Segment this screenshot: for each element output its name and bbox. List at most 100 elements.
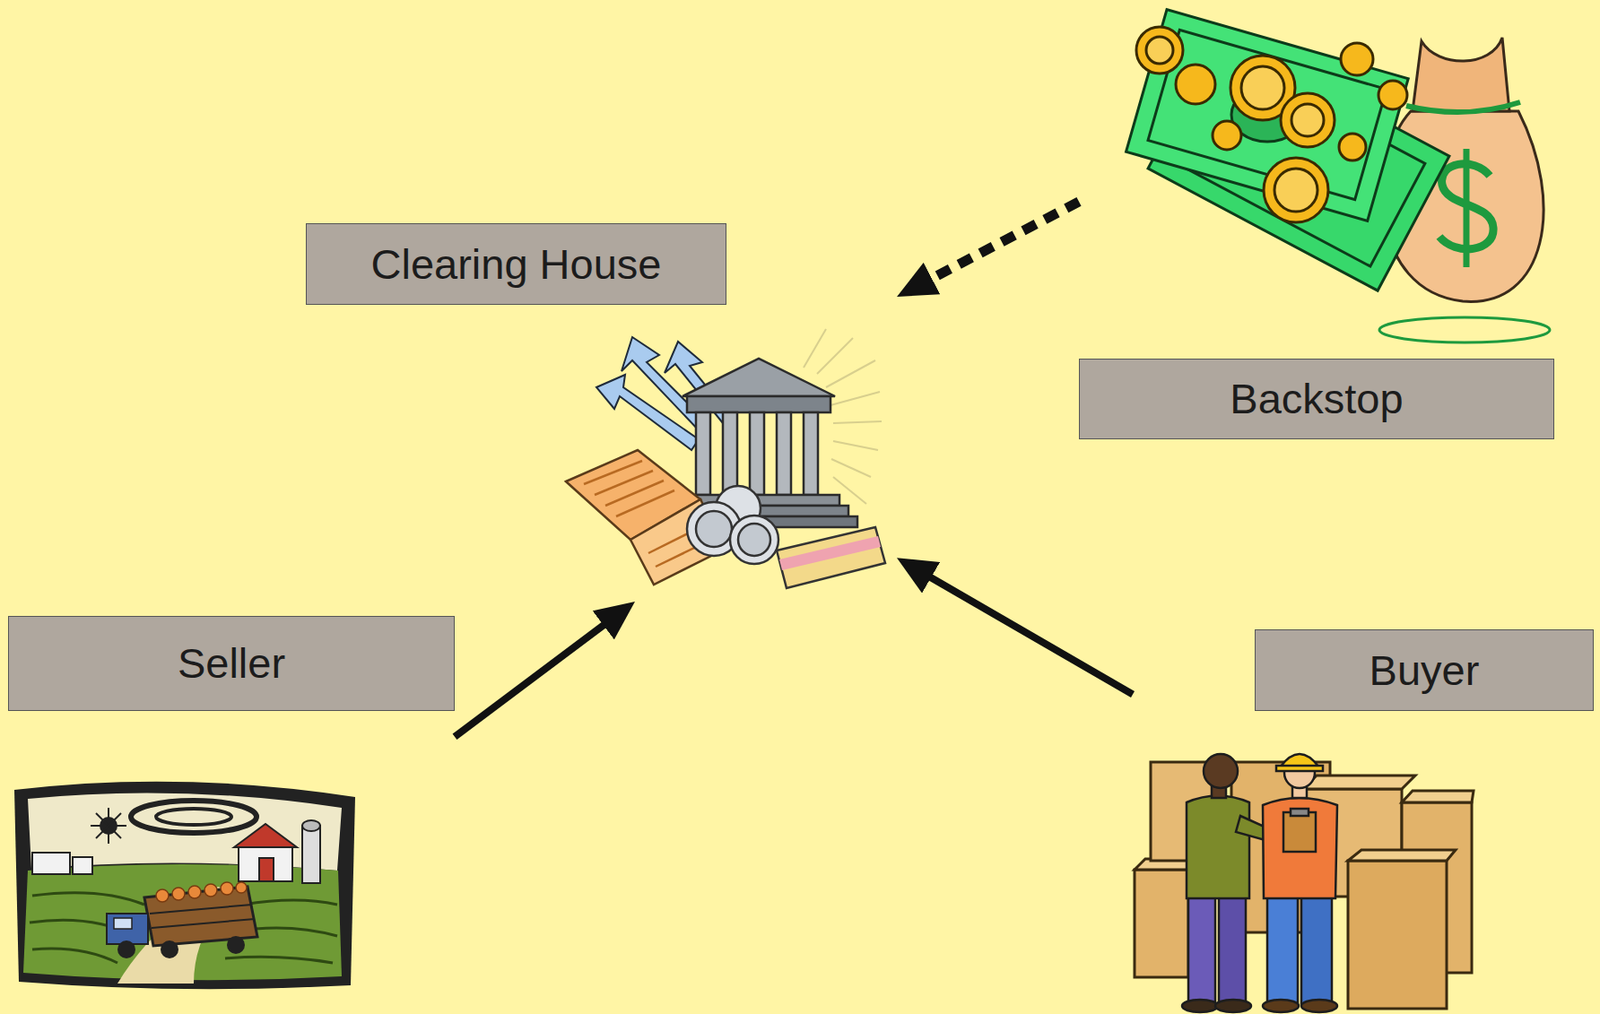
box-label: Buyer [1369,647,1480,695]
farm-illustration [113,918,132,930]
gold-coins [1146,36,1174,64]
farm-illustration [95,813,122,839]
cardboard-boxes [1347,850,1456,861]
worker-right [1262,798,1338,899]
farm-illustration [90,808,127,844]
party-node: Clearing House [305,223,897,602]
farm-illustration [14,782,356,990]
money-bag [1406,102,1521,113]
worker-right [1301,1000,1338,1013]
light-rays [833,441,879,451]
farm-illustration [144,886,258,947]
flow-arrow [454,617,614,738]
gold-coins [1378,80,1408,110]
worker-left [1203,754,1238,789]
gold-coins [1175,64,1216,105]
farm-illustration [72,857,93,875]
money-illustration [1126,9,1550,343]
coins [738,523,771,557]
rising-arrows [596,374,699,451]
credit-card [776,527,886,589]
label-box: Seller [8,616,455,712]
gold-coins [1274,168,1318,212]
farm-illustration [151,919,255,929]
cardboard-boxes [1401,791,1474,803]
label-box: Buyer [1254,629,1594,712]
light-rays [803,329,882,505]
farm-illustration [106,913,148,945]
party-node: Seller [8,616,455,991]
farm-illustration [156,889,169,903]
farm-illustration [302,820,321,832]
farm-illustration [32,852,70,875]
farm-illustration [226,936,245,955]
gold-coins [1136,26,1183,74]
box-label: Clearing House [371,241,662,288]
farm-illustration [225,956,333,964]
worker-right [1301,895,1332,1005]
open-book [583,460,643,485]
light-rays [831,459,871,478]
open-book [605,480,664,506]
farm-illustration [130,800,257,834]
bank-building [776,412,792,496]
worker-left [1186,796,1250,900]
worker-left [1182,1000,1218,1013]
box-label: Backstop [1229,375,1403,423]
farm-illustration [243,900,338,905]
bank-illustration [565,329,886,589]
party-node: Backstop [1078,5,1557,440]
farm-illustration [117,940,136,959]
worker-right [1276,765,1323,772]
warehouse-illustration [1134,754,1474,1013]
farm-illustration [156,882,247,903]
gold-coins [1291,104,1324,137]
worker-right [1290,808,1309,817]
worker-right [1262,1000,1299,1013]
bank-building [695,412,711,496]
farm-illustration [160,940,179,959]
worker-right [1267,895,1298,1005]
cardboard-boxes [1134,869,1189,978]
box-label: Seller [177,640,286,687]
gold-coins [1136,26,1408,223]
farm-illustration [204,884,218,897]
gold-coins [1241,66,1285,110]
bank-building [803,412,818,496]
bank-notes [1126,9,1450,292]
coins [730,515,779,565]
worker-left [1188,895,1216,1005]
farm-illustration [234,824,297,848]
coins [695,511,732,548]
gold-coins [1263,157,1329,223]
farm-illustration [188,886,201,899]
flow-arrow [920,571,1133,695]
farm-illustration [32,893,145,905]
worker-right [1262,754,1338,1013]
farm-illustration [220,882,234,896]
farm-illustration [14,782,356,990]
bank-building [686,396,831,413]
money-bag [1463,148,1470,268]
credit-card [776,527,886,589]
gold-coins [1339,133,1366,161]
light-rays [830,391,880,406]
gold-coins [1212,121,1242,150]
open-book [594,470,653,496]
gold-coins [1340,43,1374,76]
bank-building [682,358,835,397]
bank-building [749,412,765,496]
cardboard-boxes [1303,775,1416,790]
light-rays [803,329,827,368]
worker-left [1218,895,1246,1005]
cardboard-boxes [1134,762,1474,1009]
farm-illustration [172,887,185,901]
farm-illustration [32,948,118,964]
credit-card [779,536,881,571]
farm-illustration [235,882,247,894]
worker-right [1283,812,1316,853]
farm-illustration [149,904,255,929]
